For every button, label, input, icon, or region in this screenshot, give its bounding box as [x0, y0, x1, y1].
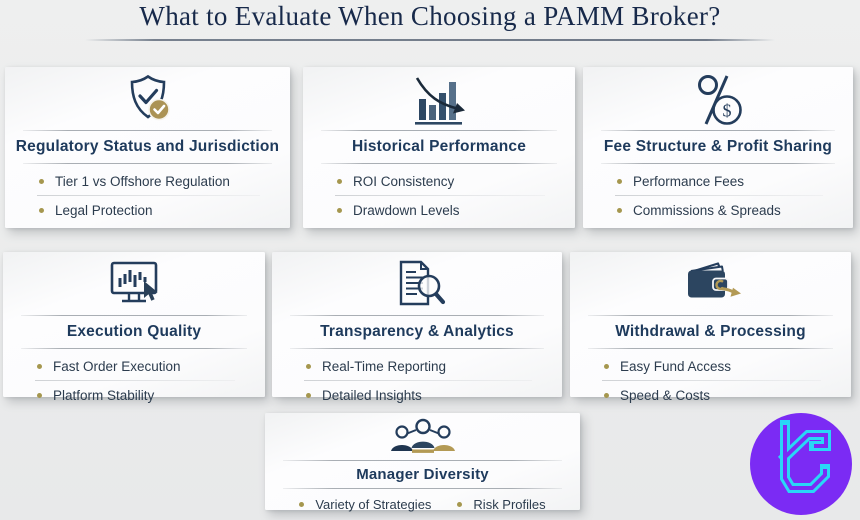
bullet-divider: [35, 380, 235, 381]
bullet-list: Variety of Strategies Risk Profiles: [265, 489, 580, 520]
bullet-list: Easy Fund Access Speed & Costs: [570, 349, 851, 418]
bullet-text: Commissions & Spreads: [633, 202, 781, 218]
title-divider: [601, 163, 835, 164]
declining-chart-icon: [303, 67, 575, 130]
list-item: Platform Stability: [3, 382, 265, 408]
card-title: Execution Quality: [66, 323, 202, 340]
card-diversity: Manager Diversity Variety of Strategies …: [265, 413, 580, 512]
card-title: Withdrawal & Processing: [615, 323, 806, 340]
list-item: Tier 1 vs Offshore Regulation: [5, 168, 290, 194]
bullet-text: Real-Time Reporting: [322, 358, 447, 374]
card-regulatory: Regulatory Status and Jurisdiction Tier …: [5, 67, 290, 228]
bullet-dot: [604, 392, 609, 398]
bullet-dot: [604, 363, 609, 369]
title-divider: [283, 460, 562, 461]
title-divider: [23, 163, 272, 164]
card-withdrawal: Withdrawal & Processing Easy Fund Access…: [570, 252, 851, 403]
bullet-text: ROI Consistency: [353, 173, 455, 189]
bullet-divider: [602, 380, 821, 381]
shield-check-icon: [5, 67, 290, 130]
list-item: Speed & Costs: [570, 382, 851, 408]
card-execution: Execution Quality Fast Order Execution P…: [3, 252, 265, 403]
title-underline: [85, 39, 775, 41]
brand-logo-icon: [749, 412, 853, 516]
title-divider: [290, 348, 544, 349]
document-magnifier-icon: [272, 252, 562, 315]
bullet-divider: [335, 195, 545, 196]
bullet-dot: [39, 178, 44, 184]
bullet-list: ROI Consistency Drawdown Levels: [303, 164, 575, 233]
list-item: Legal Protection: [5, 197, 290, 223]
list-item: Risk Profiles: [457, 494, 546, 514]
list-item: Easy Fund Access: [570, 353, 851, 379]
title-divider: [601, 130, 835, 131]
title-divider: [283, 488, 562, 489]
bullet-list: Performance Fees Commissions & Spreads: [583, 164, 853, 233]
card-fees: $ Fee Structure & Profit Sharing Perform…: [583, 67, 853, 228]
title-divider: [588, 315, 833, 316]
title-divider: [21, 315, 247, 316]
list-item: Real-Time Reporting: [272, 353, 562, 379]
bullet-text: Drawdown Levels: [353, 202, 460, 218]
bullet-dot: [299, 501, 305, 507]
bullet-text: Speed & Costs: [620, 387, 711, 403]
bullet-divider: [615, 195, 823, 196]
bullet-dot: [39, 207, 44, 213]
card-historical: Historical Performance ROI Consistency D…: [303, 67, 575, 228]
monitor-cursor-icon: [3, 252, 265, 315]
bullet-text: Performance Fees: [633, 173, 745, 189]
bullet-list: Fast Order Execution Platform Stability: [3, 349, 265, 418]
list-item: Fast Order Execution: [3, 353, 265, 379]
bullet-dot: [37, 363, 42, 369]
title-divider: [23, 130, 272, 131]
bullet-text: Variety of Strategies: [315, 496, 432, 512]
bullet-dot: [306, 392, 311, 398]
bullet-text: Easy Fund Access: [620, 358, 732, 374]
title-divider: [588, 348, 833, 349]
list-item: Commissions & Spreads: [583, 197, 853, 223]
bullet-text: Risk Profiles: [473, 496, 546, 512]
bullet-list: Tier 1 vs Offshore Regulation Legal Prot…: [5, 164, 290, 233]
card-title: Manager Diversity: [356, 466, 489, 483]
bullet-dot: [37, 392, 42, 398]
bullet-text: Legal Protection: [55, 202, 153, 218]
wallet-arrow-icon: [570, 252, 851, 315]
bullet-dot: [617, 207, 622, 213]
bullet-text: Fast Order Execution: [53, 358, 181, 374]
card-title: Historical Performance: [351, 138, 527, 155]
bullet-divider: [304, 380, 532, 381]
page-title: What to Evaluate When Choosing a PAMM Br…: [139, 1, 721, 31]
list-item: Detailed Insights: [272, 382, 562, 408]
bullet-text: Detailed Insights: [322, 387, 422, 403]
card-title: Transparency & Analytics: [320, 323, 514, 340]
bullet-divider: [37, 195, 260, 196]
svg-text:$: $: [723, 101, 732, 121]
title-divider: [21, 348, 247, 349]
bullet-dot: [457, 501, 463, 507]
bullet-list: Real-Time Reporting Detailed Insights: [272, 349, 562, 418]
percent-dollar-icon: $: [583, 67, 853, 130]
list-item: ROI Consistency: [303, 168, 575, 194]
bullet-text: Tier 1 vs Offshore Regulation: [55, 173, 230, 189]
bullet-dot: [306, 363, 311, 369]
bullet-dot: [617, 178, 622, 184]
bullet-text: Platform Stability: [53, 387, 155, 403]
people-group-icon: [265, 413, 580, 460]
card-transparency: Transparency & Analytics Real-Time Repor…: [272, 252, 562, 403]
bullet-dot: [337, 207, 342, 213]
title-divider: [290, 315, 544, 316]
list-item: Performance Fees: [583, 168, 853, 194]
list-item: Variety of Strategies: [299, 494, 431, 514]
bullet-dot: [337, 178, 342, 184]
title-divider: [321, 130, 557, 131]
card-title: Fee Structure & Profit Sharing: [603, 138, 833, 155]
list-item: Drawdown Levels: [303, 197, 575, 223]
card-title: Regulatory Status and Jurisdiction: [15, 138, 280, 155]
title-divider: [321, 163, 557, 164]
